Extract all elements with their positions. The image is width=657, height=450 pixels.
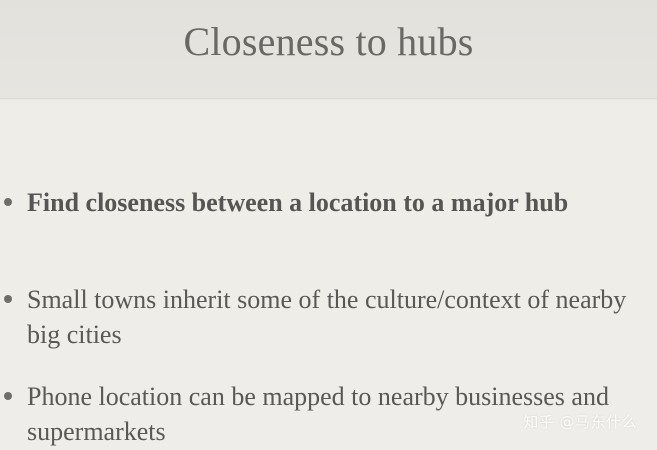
slide-title: Closeness to hubs <box>183 19 474 64</box>
bullet-text: Phone location can be mapped to nearby b… <box>27 382 609 446</box>
bullet-text: Find closeness between a location to a m… <box>27 188 569 217</box>
bullet-dot-icon <box>4 295 12 303</box>
watermark: 知乎 @马东什么 <box>523 413 637 431</box>
bullet-text: Small towns inherit some of the culture/… <box>27 285 627 349</box>
bullet-dot-icon <box>4 392 12 400</box>
bullet-dot-icon <box>4 198 12 206</box>
title-divider <box>0 98 657 99</box>
title-band <box>0 0 657 98</box>
